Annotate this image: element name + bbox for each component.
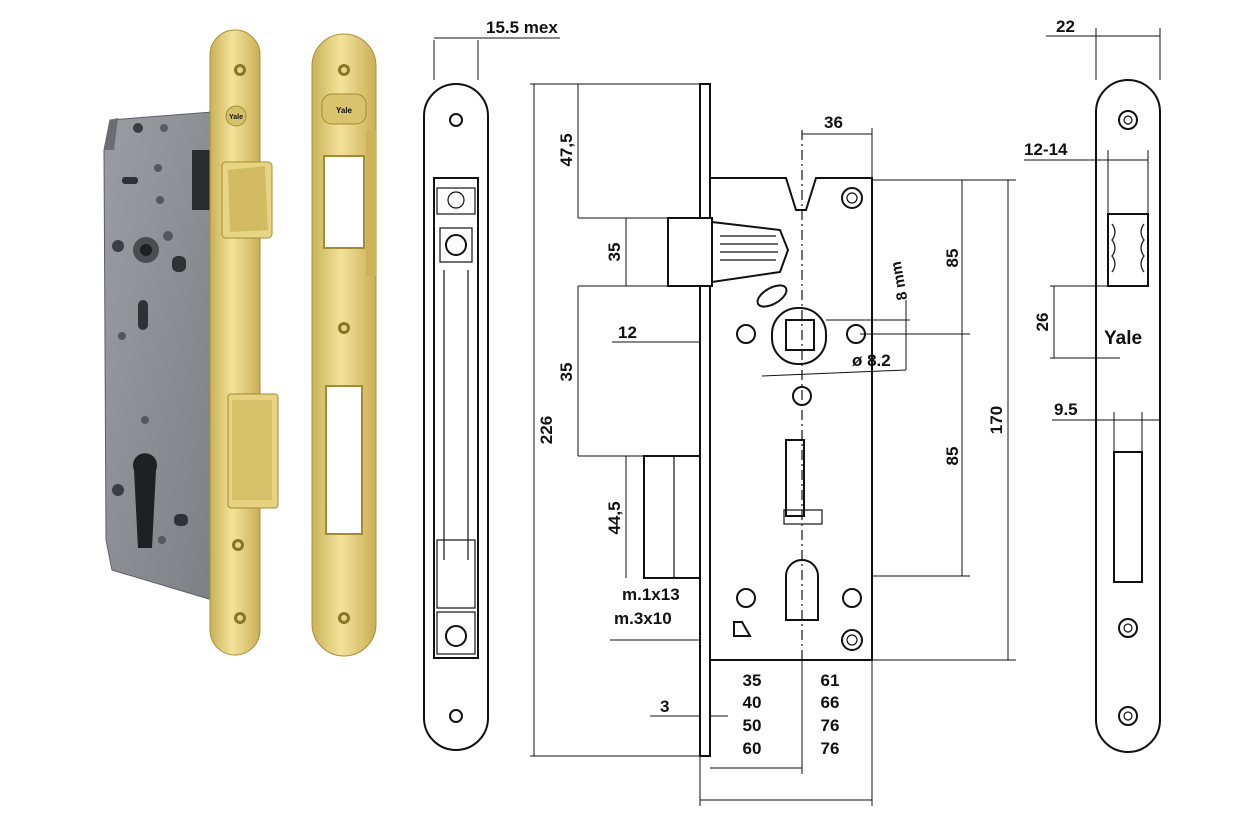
backset-value: 35 [743, 671, 762, 690]
backset-column: 35 40 50 60 [743, 671, 762, 758]
strike-plate-view: Yale 22 12-14 26 9.5 [1024, 17, 1161, 753]
dim-lower-85: 85 [943, 447, 962, 466]
depth-column: 61 66 76 76 [821, 671, 840, 758]
dim-faceplate-projection: 15.5 mex [486, 18, 558, 37]
depth-value: 76 [821, 716, 840, 735]
lock-brand-stamp: Yale [229, 114, 243, 121]
dim-spindle-square: 8 mm [888, 260, 912, 302]
dim-strike-recess: 12-14 [1024, 140, 1068, 159]
dim-body-170: 170 [987, 406, 1006, 434]
strike-brand-stamp: Yale [336, 106, 353, 115]
backset-value: 50 [743, 716, 762, 735]
depth-value: 61 [821, 671, 840, 690]
backset-value: 40 [743, 693, 762, 712]
strike-brand: Yale [1104, 328, 1142, 349]
dim-spindle-offset: 12 [618, 323, 637, 342]
dim-screw-2: m.3x10 [614, 609, 672, 628]
strike-plate-photo: Yale [311, 33, 377, 657]
dim-strike-width: 22 [1056, 17, 1075, 36]
dim-screw-1: m.1x13 [622, 585, 680, 604]
dim-latch-height: 35 [605, 243, 624, 262]
dim-total-height: 226 [537, 416, 556, 444]
dim-strike-offset: 26 [1033, 313, 1052, 332]
dim-top-to-latch: 47,5 [557, 133, 576, 166]
lock-body-photo: Yale [103, 29, 279, 656]
depth-value: 66 [821, 693, 840, 712]
dim-deadbolt-height: 44,5 [605, 501, 624, 534]
depth-value: 76 [821, 739, 840, 758]
dim-top-width: 36 [824, 113, 843, 132]
dim-faceplate-thickness: 3 [660, 697, 669, 716]
strike-plate [311, 33, 377, 657]
dim-latch-to-spindle: 35 [557, 363, 576, 382]
backset-value: 60 [743, 739, 762, 758]
dim-strike-slot: 9.5 [1054, 400, 1078, 419]
faceplate-front-view: 15.5 mex [423, 18, 560, 751]
lock-side-view: 226 47,5 35 35 44,5 m.1x13 m.3x10 12 3 3… [530, 83, 1016, 806]
dim-spindle-dia: ø 8.2 [852, 351, 891, 370]
dim-upper-85: 85 [943, 249, 962, 268]
